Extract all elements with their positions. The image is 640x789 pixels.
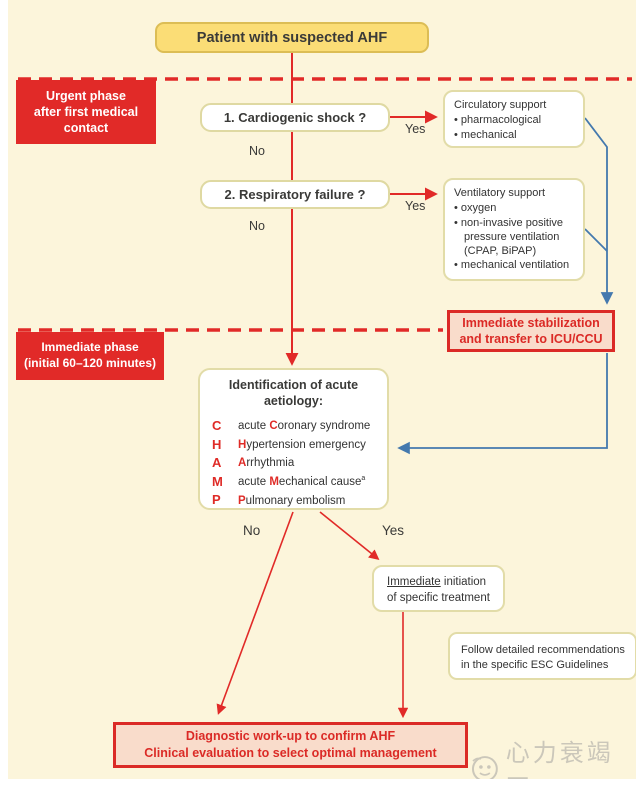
champ-row: M acute Mechanical causea bbox=[212, 472, 387, 491]
champ-text: acute Mechanical causea bbox=[238, 474, 366, 488]
page-margin-right bbox=[636, 0, 640, 789]
connector-circulatory-to-stabilization bbox=[584, 117, 614, 305]
phase-line: Urgent phase bbox=[46, 88, 126, 103]
champ-text: Arrhythmia bbox=[238, 457, 295, 470]
final-line: Diagnostic work-up to confirm AHF bbox=[185, 729, 396, 744]
champ-no-label: No bbox=[243, 523, 261, 538]
cardiogenic-shock-node: 1. Cardiogenic shock ? bbox=[200, 103, 390, 132]
ventilatory-support-node: Ventilatory support oxygen non-invasive … bbox=[443, 178, 585, 281]
final-line: Clinical evaluation to select optimal ma… bbox=[144, 746, 437, 760]
connector-champ-yes bbox=[319, 511, 380, 560]
treatment-line: Immediate initiation bbox=[387, 576, 487, 588]
phase-line: after first medical bbox=[33, 104, 139, 119]
stabilization-line: and transfer to ICU/CCU bbox=[459, 332, 603, 346]
champ-title-line: Identification of acute bbox=[228, 378, 359, 392]
phase-line: Immediate phase bbox=[41, 340, 139, 355]
connector-ventilatory-join bbox=[584, 228, 608, 252]
support-title: Circulatory support bbox=[454, 99, 547, 111]
esc-guidelines-node: Follow detailed recommendations in the s… bbox=[448, 632, 637, 680]
support-item: oxygen bbox=[454, 201, 577, 215]
q2-no-label: No bbox=[249, 219, 265, 233]
support-item: mechanical ventilation bbox=[454, 258, 577, 272]
champ-letter: P bbox=[212, 492, 221, 508]
respiratory-failure-node: 2. Respiratory failure ? bbox=[200, 180, 390, 209]
champ-text: Pulmonary embolism bbox=[238, 494, 346, 507]
support-list: oxygen non-invasive positive pressure ve… bbox=[454, 201, 577, 272]
guidelines-line: in the specific ESC Guidelines bbox=[461, 658, 609, 671]
support-item: pharmacological bbox=[454, 113, 577, 127]
champ-text: Hypertension emergency bbox=[238, 438, 366, 451]
champ-yes-label: Yes bbox=[382, 523, 405, 538]
diagnostic-workup-node: Diagnostic work-up to confirm AHF Clinic… bbox=[113, 722, 468, 768]
champ-letter: H bbox=[212, 436, 222, 452]
circulatory-support-node: Circulatory support pharmacological mech… bbox=[443, 90, 585, 148]
support-title: Ventilatory support bbox=[454, 187, 546, 199]
phase-line: (initial 60–120 minutes) bbox=[23, 356, 157, 370]
q1-yes-label: Yes bbox=[405, 122, 426, 136]
guidelines-line: Follow detailed recommendations bbox=[461, 644, 625, 656]
connector-stabilization-to-champ bbox=[397, 353, 608, 455]
specific-treatment-node: Immediate initiation of specific treatme… bbox=[372, 565, 505, 612]
support-item: non-invasive positive pressure ventilati… bbox=[454, 216, 577, 259]
page-margin-bottom bbox=[0, 779, 640, 789]
question-label: 2. Respiratory failure ? bbox=[224, 187, 366, 202]
connector-champ-no bbox=[216, 511, 294, 715]
champ-letter: M bbox=[212, 473, 223, 489]
stabilization-node: Immediate stabilization and transfer to … bbox=[447, 310, 615, 352]
champ-rows: C acute Coronary syndrome H Hypertension… bbox=[212, 416, 387, 509]
immediate-phase-label: Immediate phase (initial 60–120 minutes) bbox=[16, 332, 164, 380]
champ-row: C acute Coronary syndrome bbox=[212, 416, 387, 435]
support-list: pharmacological mechanical bbox=[454, 113, 577, 142]
page-margin-left bbox=[0, 0, 8, 789]
champ-letter: C bbox=[212, 418, 222, 434]
question-label: 1. Cardiogenic shock ? bbox=[223, 110, 367, 125]
treatment-line: of specific treatment bbox=[387, 591, 490, 604]
urgent-phase-label: Urgent phase after first medical contact bbox=[16, 80, 156, 144]
start-label: Patient with suspected AHF bbox=[196, 29, 388, 46]
champ-title: Identification of acute aetiology: bbox=[200, 378, 387, 409]
stabilization-line: Immediate stabilization bbox=[462, 315, 600, 330]
q1-no-label: No bbox=[249, 144, 265, 158]
champ-title-line: aetiology: bbox=[263, 393, 324, 408]
champ-text: acute Coronary syndrome bbox=[238, 419, 371, 432]
start-node: Patient with suspected AHF bbox=[155, 22, 429, 53]
champ-aetiology-node: Identification of acute aetiology: C acu… bbox=[198, 368, 389, 510]
champ-row: A Arrhythmia bbox=[212, 453, 387, 472]
phase-line: contact bbox=[63, 121, 109, 136]
champ-row: H Hypertension emergency bbox=[212, 435, 387, 454]
champ-row: P Pulmonary embolism bbox=[212, 491, 387, 510]
support-item: mechanical bbox=[454, 128, 577, 142]
q2-yes-label: Yes bbox=[405, 199, 426, 213]
champ-letter: A bbox=[212, 455, 222, 471]
